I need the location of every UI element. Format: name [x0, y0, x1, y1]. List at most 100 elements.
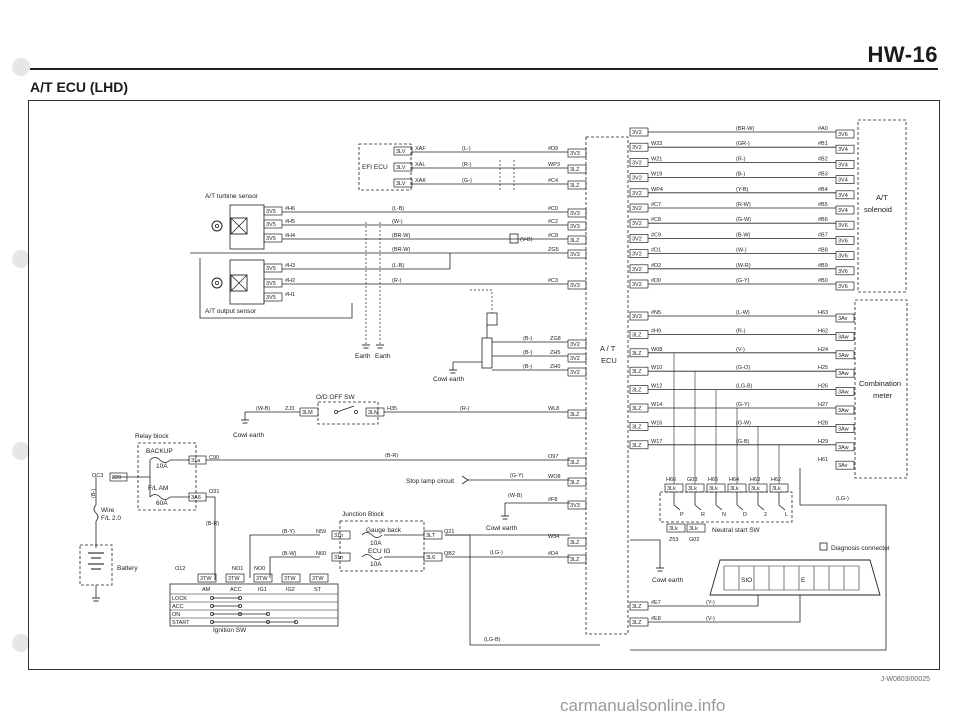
nsw-pos-1: R — [701, 512, 705, 518]
sensor-conn-0-label: 3V5 — [266, 209, 276, 215]
sensor-ecu-conn-3-box — [567, 249, 587, 259]
od-switch-lever — [336, 405, 355, 413]
sensor-pin-5: #H2 — [285, 278, 295, 284]
ign-contact-2-2 — [266, 612, 270, 616]
jb-out-conn-0-label: 3LT — [426, 533, 436, 539]
ecu-ig-amp-label: 10A — [370, 561, 382, 568]
output-sensor-box — [229, 259, 265, 305]
efi-pin-1: XAL — [415, 162, 425, 168]
nsw-bot-conn-1: 3Lk — [689, 526, 698, 532]
sensor-conn-6-label: 3V5 — [266, 295, 276, 301]
rm-conn-0-label: 3V3 — [632, 314, 642, 320]
od-off-sw-label: O/D OFF SW — [316, 394, 356, 401]
rt-wire-label-0: (BR-W) — [736, 126, 754, 132]
rm-conn-3-label: 3LZ — [632, 369, 642, 375]
ign-header-2: IG1 — [258, 587, 267, 593]
od-switch-contact-2 — [354, 410, 358, 414]
left-ecu-pin-3: W34 — [548, 534, 559, 540]
o31-pin-label: O31 — [209, 489, 219, 495]
rm-wire-label-3: (G-O) — [736, 365, 750, 371]
rt-sol-conn-8-box — [835, 251, 855, 260]
rt-sol-conn-3-box — [835, 175, 855, 184]
od-ecu-conn-label: 3LZ — [570, 412, 580, 418]
rm-cm-conn-6-label: 3Aw — [838, 426, 849, 432]
efi-ecu-pin-2: #C4 — [548, 178, 558, 184]
ign-contact-3-1 — [266, 620, 270, 624]
right-mid-rows: 3V3#N5(L-W)H633Av3LZ#H9(R-)H623Aw3LZW08(… — [629, 310, 855, 470]
efi-wire-label-2: (G-) — [462, 178, 472, 184]
sensor-ecu-pin-5: #C3 — [548, 278, 558, 284]
rt-sol-conn-6-box — [835, 220, 855, 230]
rt-conn-4-label: 3V2 — [632, 191, 642, 197]
rt-sol-conn-8-label: 3V6 — [838, 254, 848, 260]
fl-am-fuse-label: F/L AM — [148, 485, 168, 492]
rt-wire-label-8: (W-) — [736, 248, 747, 254]
rm-cm-conn-5-label: 3Aw — [838, 408, 849, 414]
nsw-bot-pin-1: G02 — [689, 537, 699, 543]
rt-sol-conn-7-label: 3V6 — [838, 238, 848, 244]
rt-sol-conn-9-label: 3V6 — [838, 269, 848, 275]
rt-sol-pin-6: #B6 — [818, 217, 828, 223]
ign-header-1: ACC — [230, 587, 242, 593]
earth-wire-label-2: (B-) — [523, 364, 532, 370]
efi-wire-label-1: (R-) — [462, 162, 472, 168]
diagnosis-connector-body — [709, 559, 881, 596]
efi-conn-2-box — [393, 178, 413, 188]
nsw-pin-3: H64 — [729, 477, 739, 483]
relay-block-label: Relay block — [135, 433, 169, 440]
rm-wire-label-1: (R-) — [736, 328, 746, 334]
efi-conn-0-box — [393, 146, 413, 156]
lg-wire-label: (LG-) — [836, 496, 849, 502]
sensor-ecu-conn-1-box — [567, 221, 587, 231]
rt-sol-conn-7-box — [835, 236, 855, 245]
od-pin-left: ZJ3 — [285, 406, 294, 412]
battery-label: Battery — [117, 565, 138, 572]
o31-conn-label: 3A6 — [191, 495, 201, 501]
wb-wire-label: (W-B) — [508, 493, 522, 499]
rt-pin-1: W23 — [651, 141, 662, 147]
rm-conn-1-label: 3LZ — [632, 332, 642, 338]
rm-wire-label-6: (G-W) — [736, 420, 751, 426]
sensor-ecu-conn-5-box — [567, 280, 587, 290]
nsw-pos-0: P — [680, 512, 684, 518]
cowl-earth-label-3: Cowl earth — [486, 525, 517, 532]
nsw-pin-2: H65 — [708, 477, 718, 483]
rm-pin-0: #N5 — [651, 310, 661, 316]
earth-ecu-pin-0: ZG8 — [550, 336, 561, 342]
sensor-ecu-conn-5-label: 3V3 — [570, 283, 580, 289]
rt-sol-conn-3-label: 3V4 — [838, 178, 848, 184]
earth-ecu-conn-0-box — [567, 339, 587, 349]
rm-pin-7: W17 — [651, 439, 662, 445]
efi-ecu-conn-1-box — [567, 164, 587, 174]
rt-conn-7-label: 3V2 — [632, 236, 642, 242]
rm-pin-2: W08 — [651, 347, 662, 353]
rm-cm-conn-0-box — [835, 313, 855, 323]
rm-cm-conn-6-box — [835, 424, 855, 433]
efi-ecu-pin-0: #D9 — [548, 146, 558, 152]
nsw-blade-4 — [757, 504, 765, 511]
efi-ecu-conn-1-label: 3LZ — [570, 167, 580, 173]
combination-meter-box — [854, 299, 908, 479]
earth-ecu-conn-0-label: 3V2 — [570, 342, 580, 348]
at-solenoid-label-1: A/T — [876, 193, 888, 202]
sensor-pin-6: #H1 — [285, 292, 295, 298]
earth-ecu-conn-2-box — [567, 367, 587, 377]
ign-contact-1-0 — [210, 604, 214, 608]
rt-sol-conn-0-box — [835, 129, 855, 139]
efi-pin-2: XAK — [415, 178, 426, 184]
rt-pin-8: #D1 — [651, 248, 661, 254]
rt-wire-label-1: (GR-) — [736, 141, 750, 147]
od-pin-right: H35 — [387, 406, 397, 412]
rt-conn-1-label: 3V2 — [632, 145, 642, 151]
rm-conn-2-label: 3LZ — [632, 351, 642, 357]
rm-cm-pin-1: H62 — [818, 328, 828, 334]
cowl-earth-label-1: Cowl earth — [433, 376, 464, 383]
sio-pin-label: SIO — [741, 577, 752, 584]
rt-conn-0-label: 3V2 — [632, 130, 642, 136]
left-ecu-pin-0: O97 — [548, 454, 558, 460]
rm-wire-label-5: (G-Y) — [736, 402, 750, 408]
rt-sol-conn-10-label: 3V6 — [838, 284, 848, 290]
output-gear-center — [214, 280, 219, 285]
